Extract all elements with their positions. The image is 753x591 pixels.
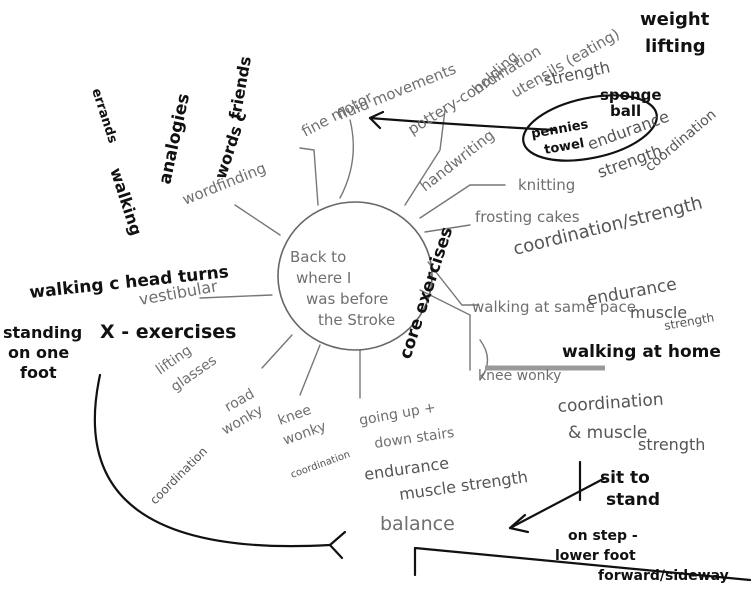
core-exercises-label: core exercises <box>396 224 458 361</box>
center-line-4: the Stroke <box>318 311 395 329</box>
walking-errands-2: errands <box>88 87 120 146</box>
center-line-1: Back to <box>290 248 346 266</box>
going-up-2: down stairs <box>373 425 455 452</box>
sit-to-stand-2: stand <box>606 490 660 510</box>
weight-lifting-2: lifting <box>645 36 706 57</box>
on-step-1: on step - <box>568 528 638 544</box>
coordination-small: coordination <box>289 449 351 481</box>
center-line-2: where I <box>296 269 351 287</box>
center-line-3: was before <box>306 290 388 308</box>
words-friends-2: friends <box>225 55 255 121</box>
sit-to-stand-1: sit to <box>600 468 650 488</box>
coordination-muscle-1: coordination <box>557 390 664 417</box>
pennies-towel-2: towel <box>543 136 585 158</box>
muscle-right: muscle <box>630 303 687 322</box>
coordination-muscle-2: & muscle <box>568 423 647 443</box>
going-up-1: going up + <box>358 400 437 429</box>
coordination-left: coordination <box>147 444 210 507</box>
balance: balance <box>380 513 455 535</box>
on-step-3: forward/sideway <box>598 568 729 584</box>
standing-one-foot-3: foot <box>20 363 57 382</box>
analogies: analogies <box>155 92 194 186</box>
frosting-cakes: frosting cakes <box>475 208 580 226</box>
sponge-ball-1: sponge <box>600 86 662 104</box>
connector-lines <box>199 109 506 399</box>
knitting: knitting <box>518 176 575 194</box>
vestibular-exercises: X - exercises <box>100 321 236 343</box>
walking-at-home: walking at home <box>562 342 721 362</box>
walking-same-pace: walking at same pace <box>472 298 636 316</box>
walking-errands-1: walking <box>106 165 146 237</box>
coordination-muscle-3: strength <box>638 435 705 454</box>
on-step-2: lower foot <box>555 548 636 564</box>
standing-one-foot-2: on one <box>8 343 69 362</box>
coordination-strength: coordination/strength <box>511 192 705 259</box>
sponge-ball-2: ball <box>610 102 641 120</box>
weight-lifting-1: weight <box>640 9 710 30</box>
arrows <box>93 94 752 582</box>
center-circle <box>277 201 433 351</box>
knee-wonky-right: knee wonky <box>478 368 561 384</box>
standing-one-foot-1: standing <box>3 323 82 342</box>
